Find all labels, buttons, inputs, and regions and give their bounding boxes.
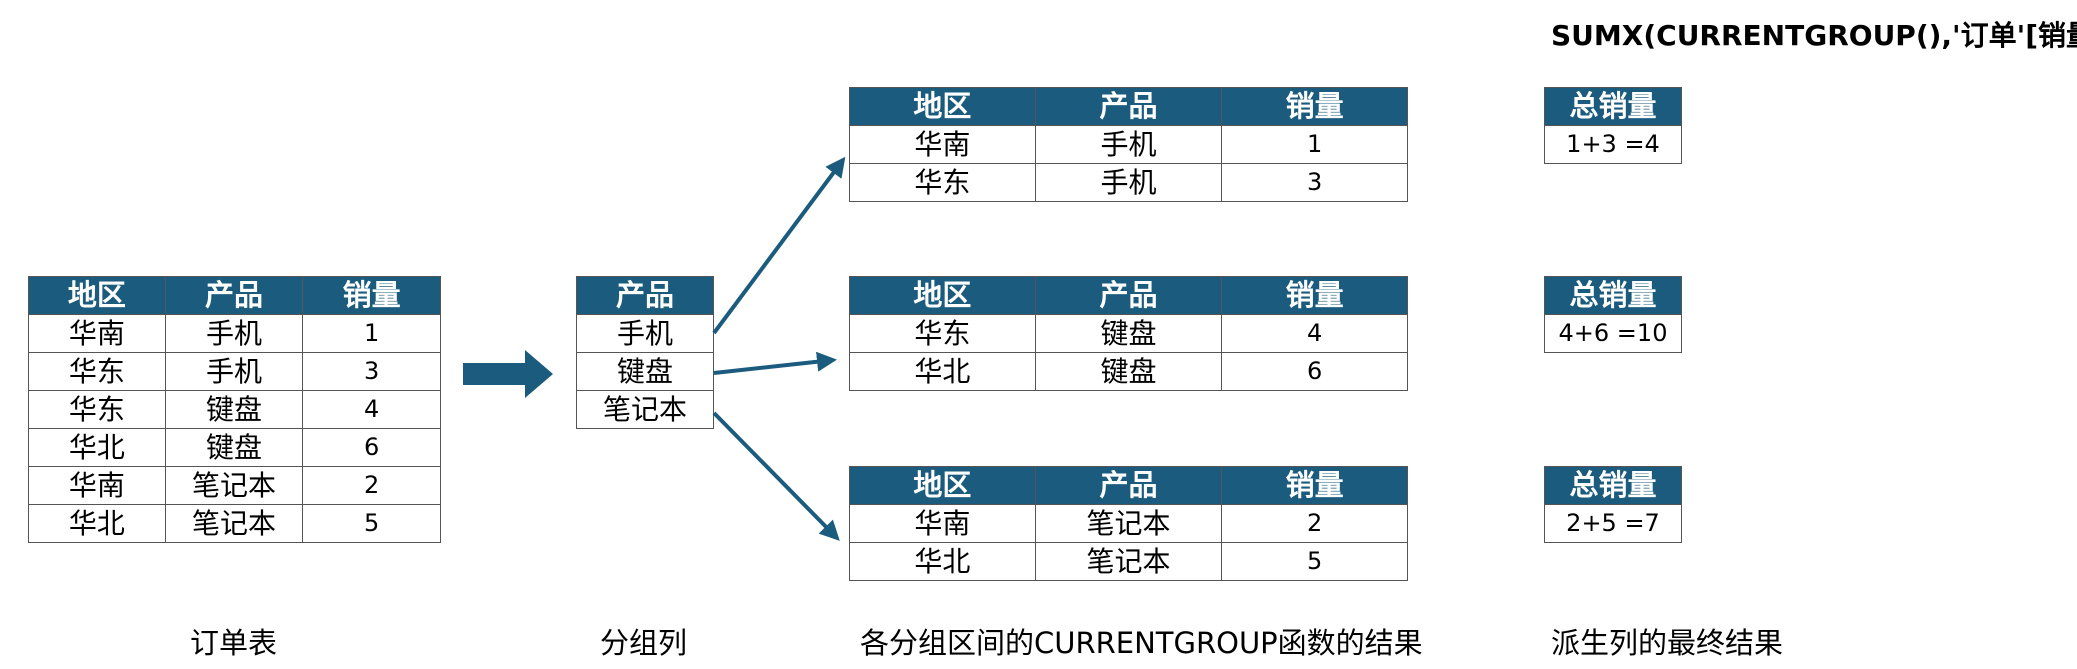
cell-region: 华北 bbox=[28, 504, 166, 543]
header-region: 地区 bbox=[849, 87, 1036, 126]
arrow-to-group-3 bbox=[712, 411, 840, 541]
group-column-header: 产品 bbox=[576, 276, 714, 315]
total-value: 2+5 =7 bbox=[1544, 504, 1682, 543]
order-table-header: 地区 产品 销量 bbox=[28, 276, 441, 315]
total-value-row: 2+5 =7 bbox=[1544, 504, 1682, 543]
table-row: 手机 bbox=[576, 314, 714, 353]
total-value-row: 4+6 =10 bbox=[1544, 314, 1682, 353]
header-product: 产品 bbox=[1034, 87, 1223, 126]
cell-product: 手机 bbox=[164, 352, 304, 391]
cell-sales: 5 bbox=[302, 504, 441, 543]
cell-product: 键盘 bbox=[164, 428, 304, 467]
cell-sales: 1 bbox=[1221, 125, 1408, 164]
cell-product: 键盘 bbox=[164, 390, 304, 429]
caption-order-table: 订单表 bbox=[190, 626, 278, 660]
cell-product: 手机 bbox=[164, 314, 304, 353]
header-product: 产品 bbox=[1034, 276, 1223, 315]
formula-text: SUMX(CURRENTGROUP(),'订单'[销量]) bbox=[1551, 19, 2077, 52]
cell-sales: 2 bbox=[1221, 504, 1408, 543]
cell-sales: 3 bbox=[1221, 163, 1408, 202]
total-value: 4+6 =10 bbox=[1544, 314, 1682, 353]
cell-region: 华南 bbox=[849, 504, 1036, 543]
total-value: 1+3 =4 bbox=[1544, 125, 1682, 164]
cell-region: 华北 bbox=[849, 542, 1036, 581]
group-table-header: 地区 产品 销量 bbox=[849, 276, 1408, 315]
cell-product: 键盘 bbox=[576, 352, 714, 391]
cell-sales: 4 bbox=[302, 390, 441, 429]
total-table-2: 总销量 4+6 =10 bbox=[1544, 276, 1682, 353]
group-column-table: 产品 手机 键盘 笔记本 bbox=[576, 276, 714, 429]
header-region: 地区 bbox=[28, 276, 166, 315]
total-header-row: 总销量 bbox=[1544, 276, 1682, 315]
total-header-row: 总销量 bbox=[1544, 87, 1682, 126]
table-row: 笔记本 bbox=[576, 390, 714, 429]
header-total: 总销量 bbox=[1544, 87, 1682, 126]
total-value-row: 1+3 =4 bbox=[1544, 125, 1682, 164]
header-product: 产品 bbox=[164, 276, 304, 315]
header-sales: 销量 bbox=[1221, 87, 1408, 126]
cell-product: 键盘 bbox=[1034, 352, 1223, 391]
header-total: 总销量 bbox=[1544, 466, 1682, 505]
caption-currentgroup: 各分组区间的CURRENTGROUP函数的结果 bbox=[860, 626, 1423, 660]
cell-product: 笔记本 bbox=[576, 390, 714, 429]
block-arrow-icon bbox=[463, 350, 553, 398]
cell-sales: 5 bbox=[1221, 542, 1408, 581]
cell-sales: 6 bbox=[1221, 352, 1408, 391]
cell-product: 笔记本 bbox=[164, 504, 304, 543]
cell-region: 华南 bbox=[28, 466, 166, 505]
total-table-1: 总销量 1+3 =4 bbox=[1544, 87, 1682, 164]
header-region: 地区 bbox=[849, 276, 1036, 315]
caption-final: 派生列的最终结果 bbox=[1551, 626, 1784, 660]
header-sales: 销量 bbox=[1221, 276, 1408, 315]
caption-group-column: 分组列 bbox=[600, 626, 688, 660]
cell-sales: 6 bbox=[302, 428, 441, 467]
cell-product: 键盘 bbox=[1034, 314, 1223, 353]
group-table-header: 地区 产品 销量 bbox=[849, 466, 1408, 505]
cell-region: 华东 bbox=[28, 352, 166, 391]
cell-region: 华东 bbox=[849, 163, 1036, 202]
cell-sales: 3 bbox=[302, 352, 441, 391]
group-table-header: 地区 产品 销量 bbox=[849, 87, 1408, 126]
cell-sales: 1 bbox=[302, 314, 441, 353]
total-table-3: 总销量 2+5 =7 bbox=[1544, 466, 1682, 543]
cell-product: 手机 bbox=[576, 314, 714, 353]
cell-product: 笔记本 bbox=[1034, 542, 1223, 581]
cell-region: 华北 bbox=[849, 352, 1036, 391]
cell-product: 手机 bbox=[1034, 163, 1223, 202]
cell-product: 笔记本 bbox=[164, 466, 304, 505]
cell-region: 华北 bbox=[28, 428, 166, 467]
arrow-to-group-1 bbox=[712, 156, 846, 335]
header-region: 地区 bbox=[849, 466, 1036, 505]
arrow-to-group-2 bbox=[713, 351, 837, 375]
cell-product: 手机 bbox=[1034, 125, 1223, 164]
cell-region: 华东 bbox=[849, 314, 1036, 353]
cell-sales: 2 bbox=[302, 466, 441, 505]
header-sales: 销量 bbox=[302, 276, 441, 315]
cell-region: 华南 bbox=[849, 125, 1036, 164]
header-sales: 销量 bbox=[1221, 466, 1408, 505]
cell-region: 华东 bbox=[28, 390, 166, 429]
total-header-row: 总销量 bbox=[1544, 466, 1682, 505]
header-product: 产品 bbox=[1034, 466, 1223, 505]
header-product: 产品 bbox=[576, 276, 714, 315]
table-row: 键盘 bbox=[576, 352, 714, 391]
header-total: 总销量 bbox=[1544, 276, 1682, 315]
